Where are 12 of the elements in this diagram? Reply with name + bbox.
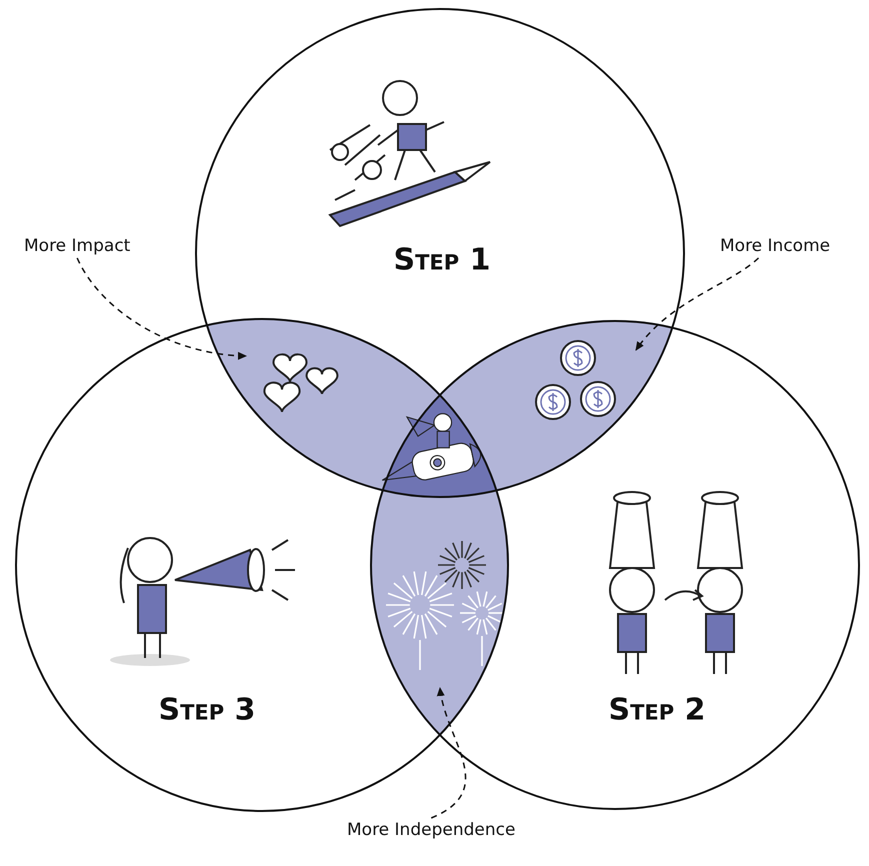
venn-circle — [195, 8, 685, 498]
leader-line — [430, 687, 466, 819]
step-heading: Step 3 — [158, 692, 256, 728]
leader-line — [76, 258, 247, 360]
venn-circle — [15, 318, 509, 812]
venn-circle — [370, 320, 860, 810]
callout-label: More Independence — [347, 820, 516, 840]
leader-line — [635, 257, 760, 351]
step-heading: Step 2 — [608, 692, 706, 728]
step-heading: Step 1 — [394, 242, 490, 278]
callout-label: More Impact — [24, 236, 130, 256]
callout-label: More Income — [720, 236, 830, 256]
